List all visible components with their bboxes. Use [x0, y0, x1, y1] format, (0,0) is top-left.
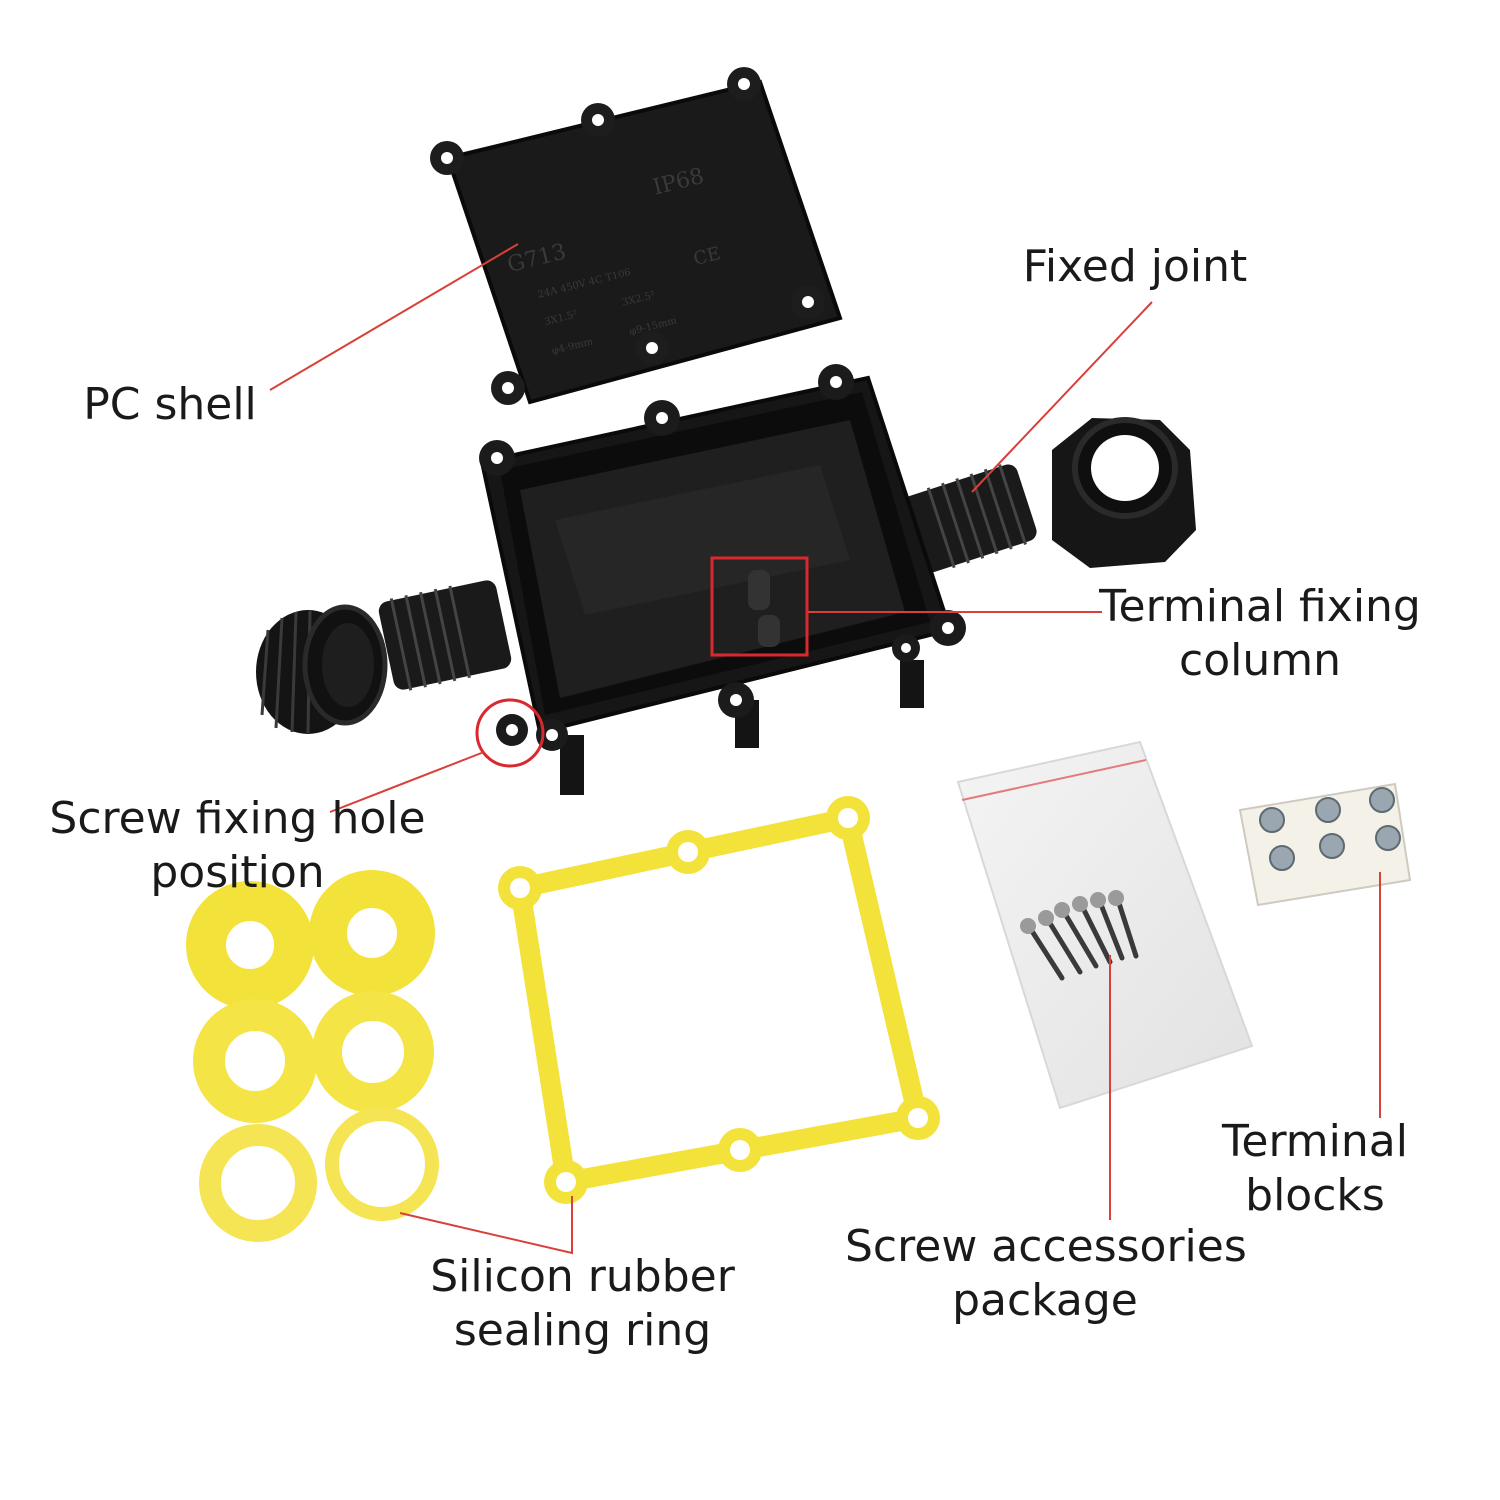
- label-terminal-fixing-column: Terminal fixing column: [1099, 581, 1421, 686]
- pc-shell-lid: G713 IP68 24A 450V 4C T106 3X1.5² 3X2.5²…: [430, 67, 843, 405]
- label-fixed-joint: Fixed joint: [1022, 241, 1248, 292]
- sealing-ring: [186, 881, 314, 1009]
- label-screw-fixing-hole: Screw fixing hole position: [49, 793, 426, 898]
- left-gland-nut: [256, 604, 388, 734]
- label-screw-package: Screw accessories package: [845, 1221, 1247, 1326]
- sealing-ring: [199, 1124, 317, 1242]
- screw-accessories-bag: [956, 740, 1254, 1110]
- label-terminal-blocks: Terminal blocks: [1222, 1116, 1408, 1221]
- leader-lines: [269, 243, 1381, 1255]
- label-sealing-ring: Silicon rubber sealing ring: [430, 1251, 735, 1356]
- right-gland-nut: [1052, 417, 1196, 568]
- screw-hole-highlight: [475, 698, 545, 768]
- terminal-column-highlight: [710, 556, 809, 657]
- silicone-gasket: [498, 796, 940, 1204]
- sealing-ring: [309, 870, 435, 996]
- sealing-ring: [312, 991, 434, 1113]
- junction-box-body: [479, 364, 966, 795]
- left-gland: [378, 580, 512, 691]
- terminal-blocks: [1238, 782, 1412, 907]
- label-pc-shell: PC shell: [83, 379, 257, 430]
- sealing-ring: [325, 1107, 439, 1221]
- sealing-ring: [193, 999, 317, 1123]
- sealing-rings: [186, 870, 439, 1242]
